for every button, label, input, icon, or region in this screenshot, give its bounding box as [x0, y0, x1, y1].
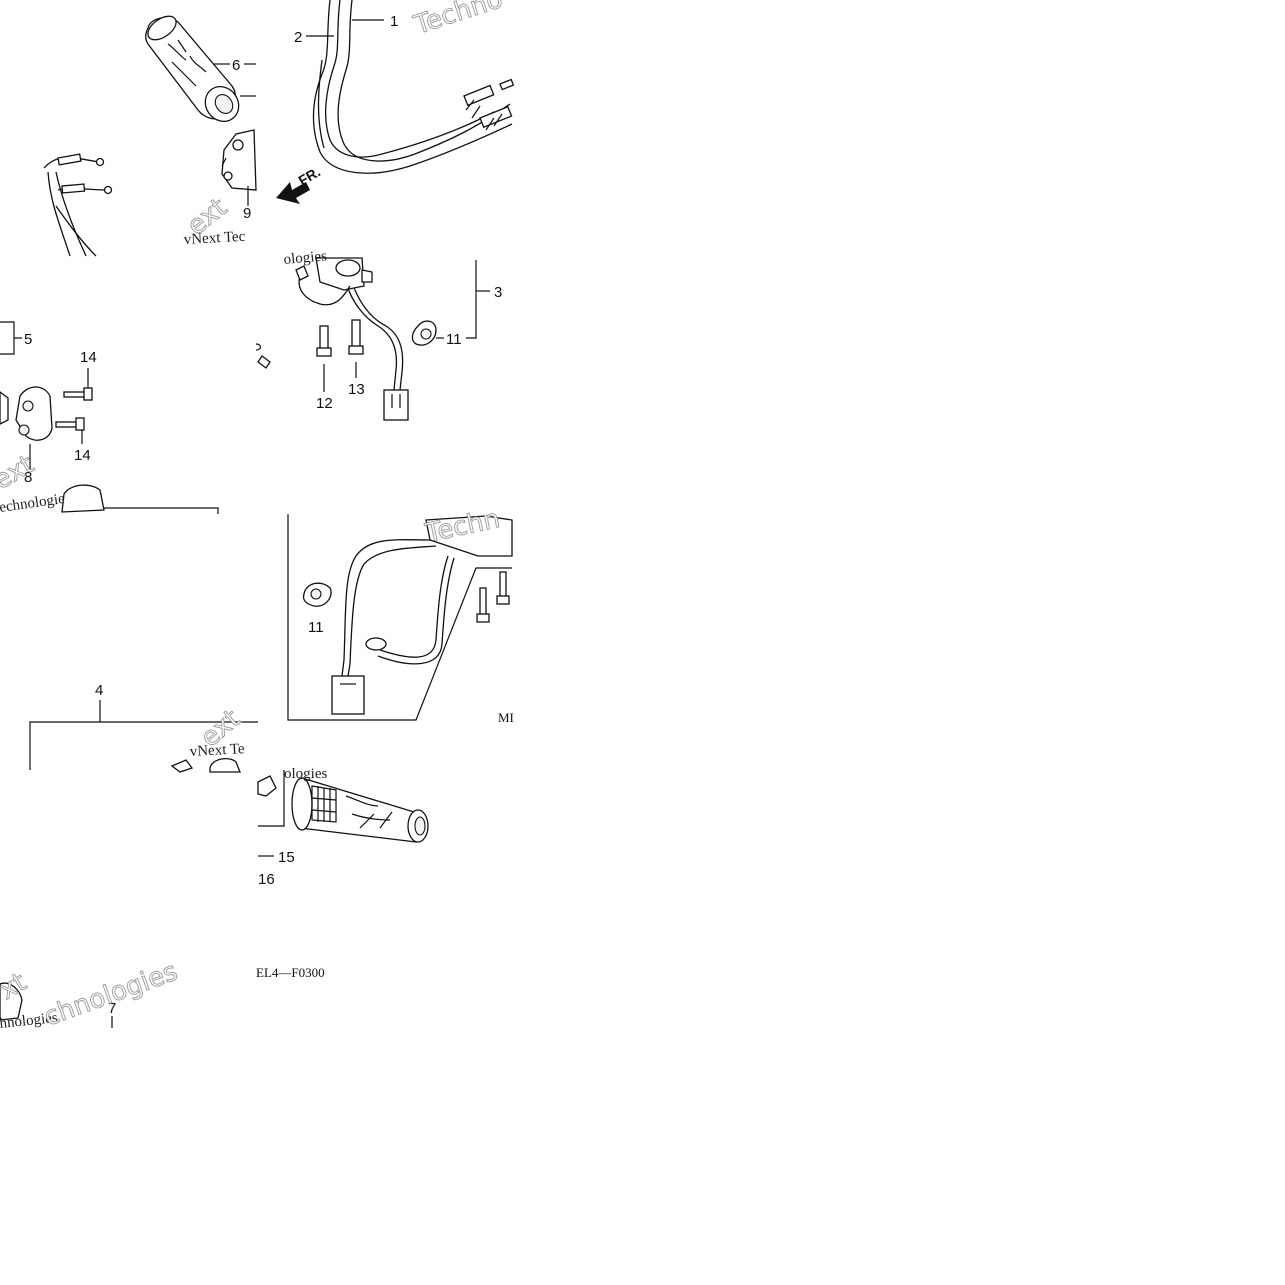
tile-top-right: 1 2 FR. Techno: [276, 0, 515, 204]
callout-14-lower: 14: [74, 447, 91, 464]
watermark-text: echnologie: [0, 491, 66, 516]
watermark-text: vNext Tec: [183, 229, 246, 248]
left-grip-part-16[interactable]: [291, 777, 429, 843]
cable-adjusters[interactable]: [463, 78, 515, 131]
callout-14-upper: 14: [80, 349, 97, 366]
callout-13: 13: [348, 381, 365, 398]
callout-12: 12: [316, 395, 333, 412]
callout-1: 1: [390, 13, 398, 30]
bolt-part-12[interactable]: [316, 325, 332, 357]
tile-top-left: 6 9 vNext Tec ext: [43, 11, 257, 257]
bolt-part-13[interactable]: [348, 319, 364, 355]
throttle-cable-part-1[interactable]: [325, 0, 511, 162]
direction-label: FR.: [296, 163, 324, 188]
wire-clip-part-11-lower[interactable]: [302, 582, 332, 607]
watermark-overlay: chnologies: [40, 957, 181, 1033]
watermark-overlay: ext: [0, 450, 39, 497]
watermark-overlay: Techno: [410, 0, 506, 41]
callout-15: 15: [278, 849, 295, 866]
callout-5: 5: [24, 331, 32, 348]
callout-7: 7: [108, 1000, 116, 1017]
tile-mid-right: 12 13 11 3 ologies: [255, 248, 502, 421]
callout-16: 16: [258, 871, 275, 888]
callout-3: 3: [494, 284, 502, 301]
front-direction-arrow: FR.: [276, 163, 323, 204]
watermark-text: hnologies: [0, 1010, 59, 1032]
callout-8: 8: [24, 469, 32, 486]
callout-6: 6: [232, 57, 240, 74]
tile-bottom-left: 7 hnologies chnologies xt: [0, 956, 182, 1033]
wire-clip-part-11-upper[interactable]: [411, 320, 437, 346]
throttle-cable-part-2[interactable]: [312, 0, 513, 174]
tile-bottom-middle: 15 16 EL4—F0300 ologies: [256, 766, 429, 980]
bolt-part-14-upper[interactable]: [63, 387, 93, 401]
callout-9: 9: [243, 205, 251, 222]
handlebar-clamp-part-8[interactable]: [0, 386, 53, 441]
watermark-text: vNext Te: [189, 741, 245, 760]
callout-4: 4: [95, 682, 103, 699]
switch-assembly-part-3[interactable]: [295, 257, 409, 421]
wiring-harness[interactable]: [331, 515, 513, 715]
switch-housing-part-9[interactable]: [221, 129, 257, 191]
watermark-text: ologies: [284, 766, 327, 782]
diagram-code: EL4—F0300: [256, 965, 325, 980]
callout-11-upper: 11: [446, 331, 462, 348]
callout-11-lower: 11: [308, 619, 324, 636]
tile-lower-left: 4 vNext Te ext: [29, 682, 258, 773]
tile-mid-left: 5 14 14 8 echnologie ext: [0, 321, 219, 516]
callout-2: 2: [294, 29, 302, 46]
bolt-part-14-lower[interactable]: [55, 417, 85, 431]
throttle-grip-part-6[interactable]: [144, 11, 246, 127]
partial-code: MI: [498, 710, 514, 725]
throttle-cables-left[interactable]: [43, 153, 113, 257]
tile-lower-right: 11 MI Techn: [287, 504, 514, 725]
watermark-text: ologies: [283, 248, 328, 268]
bolts-lower[interactable]: [476, 571, 510, 623]
